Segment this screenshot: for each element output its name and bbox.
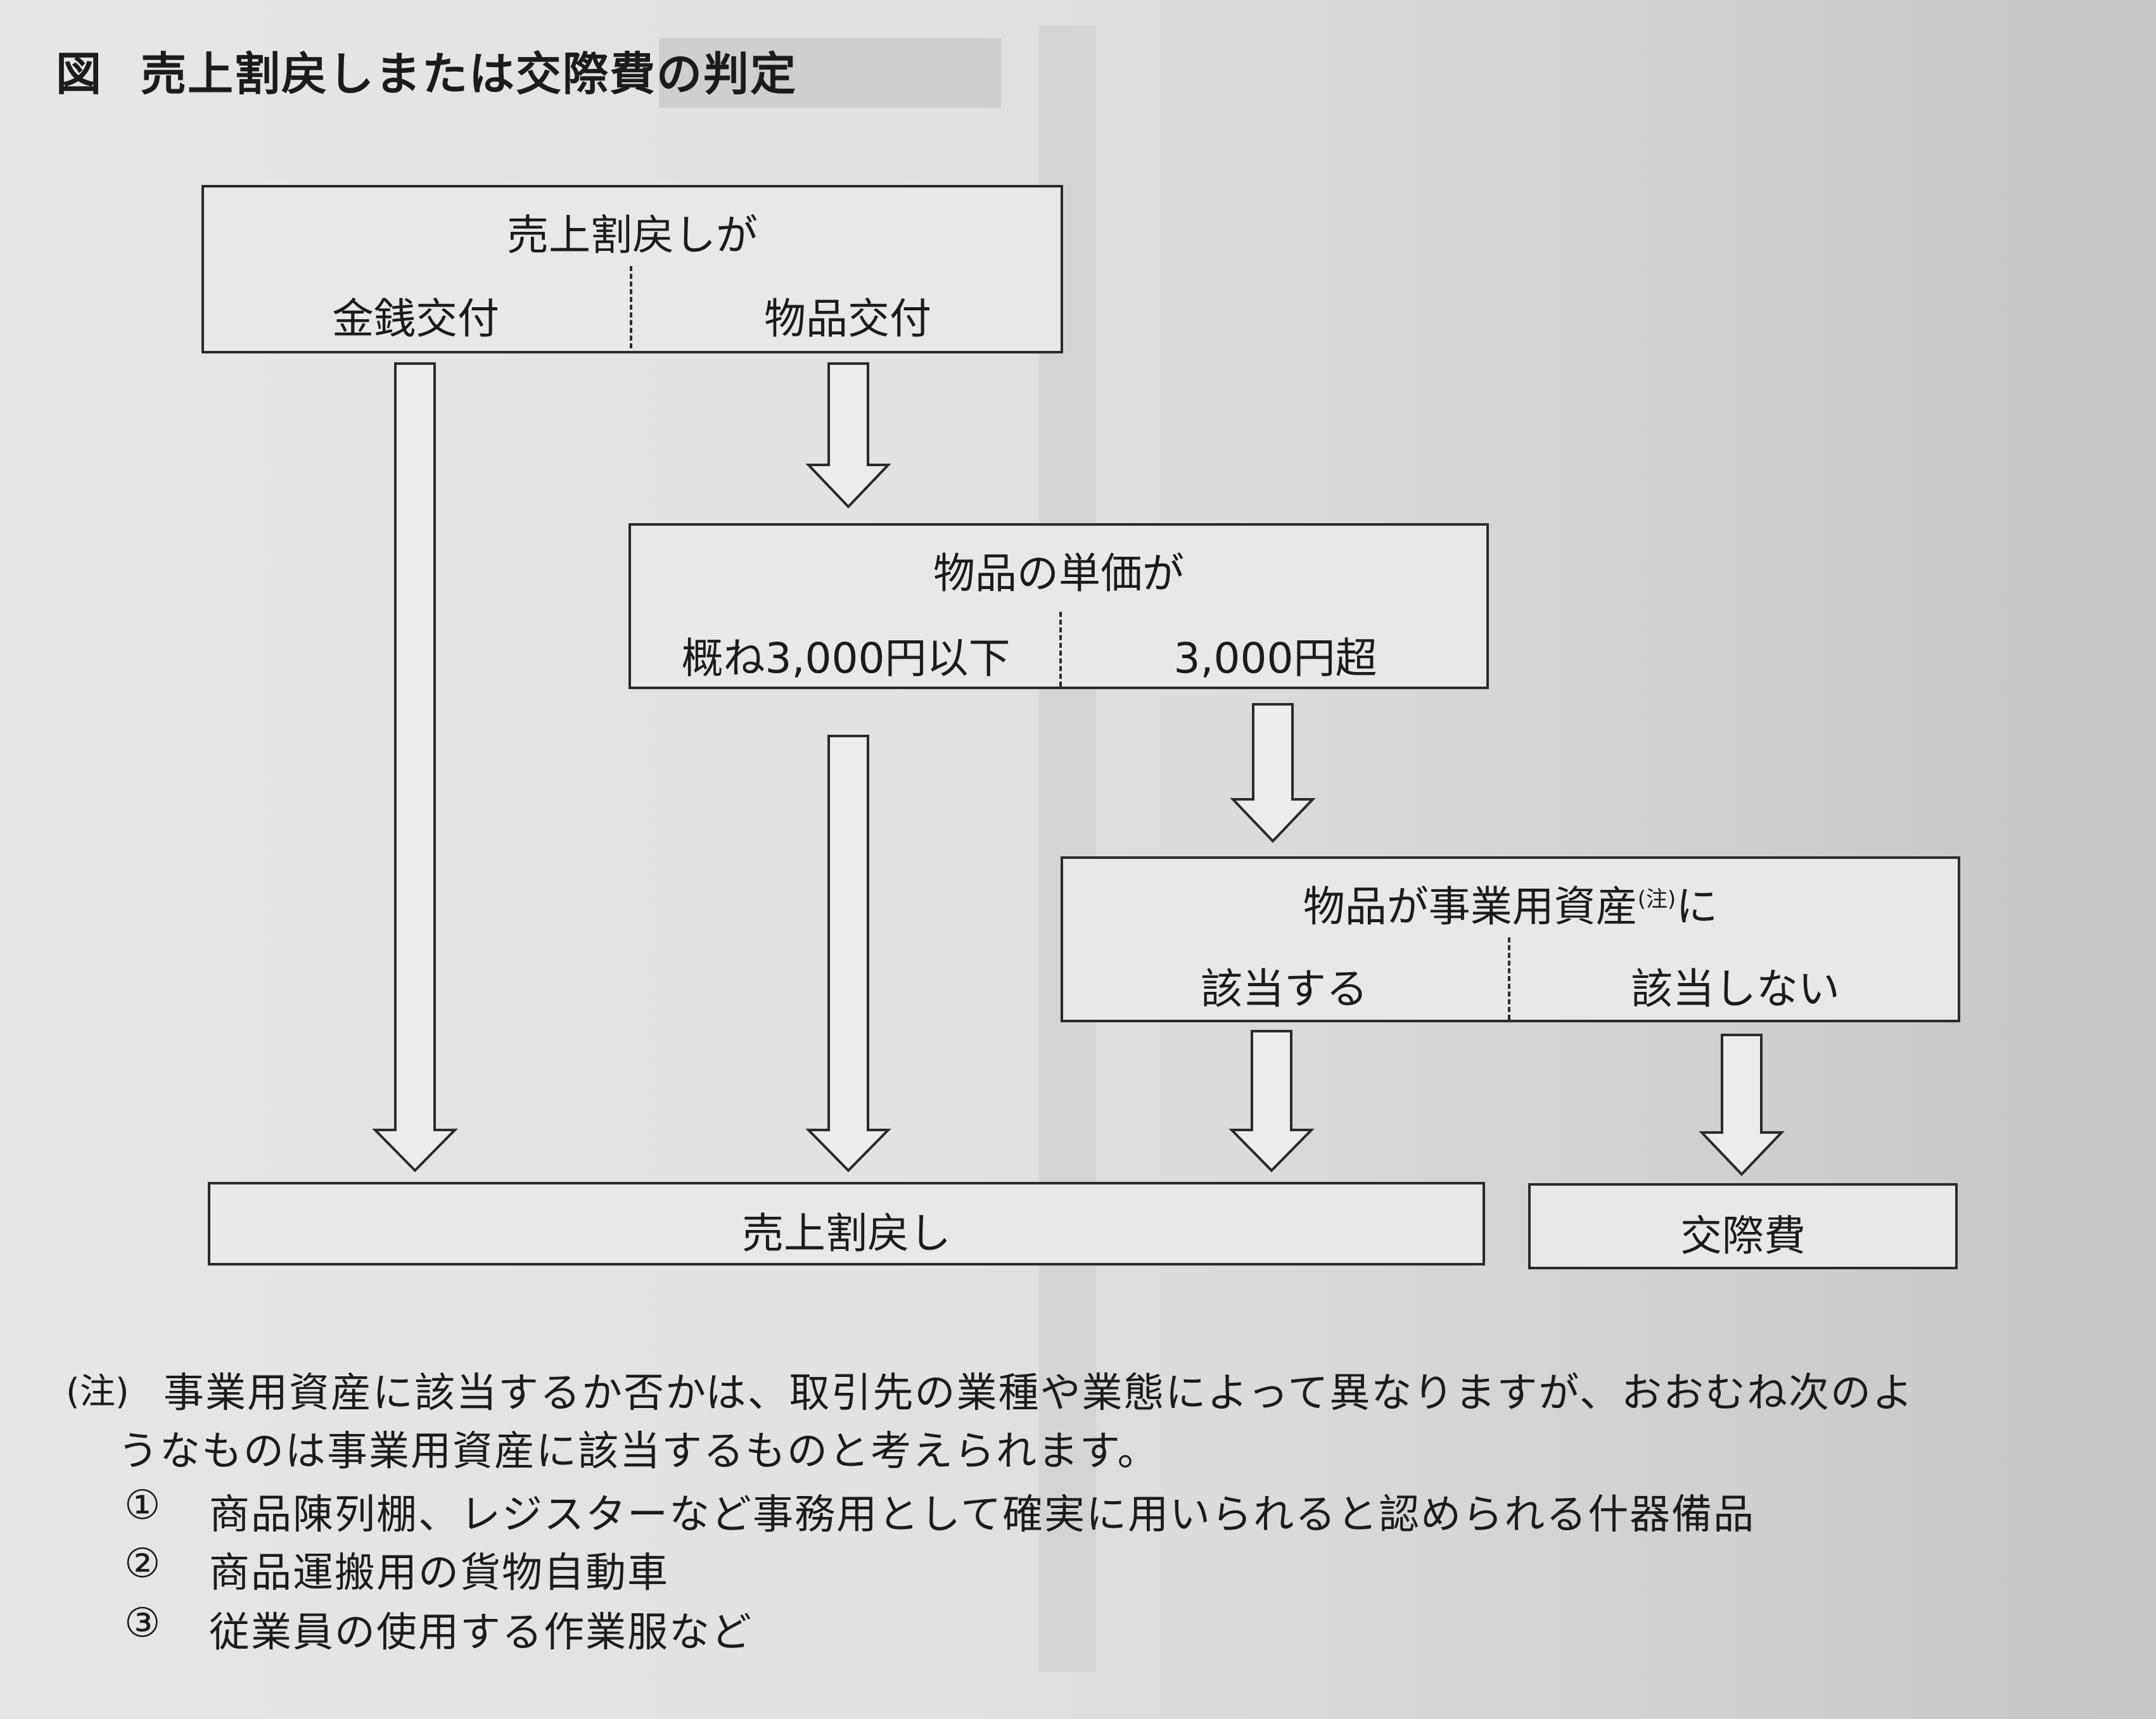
box2-divider	[1059, 612, 1062, 687]
note-line-2: うなものは事業用資産に該当するものと考えられます。	[118, 1428, 1159, 1475]
figure-title: 図売上割戻しまたは交際費の判定	[56, 37, 797, 103]
box2-option-under: 概ね3,000円以下	[681, 634, 1011, 683]
background-shading	[659, 38, 1001, 108]
arrow-over-to-asset	[1230, 703, 1316, 843]
note-item-1-text: 商品陳列棚、レジスターなど事務用として確実に用いられると認められる什器備品	[209, 1492, 1756, 1538]
result-box-rebate	[208, 1182, 1485, 1265]
arrow-applies-to-rebate	[1228, 1030, 1315, 1172]
box3-heading-tail: に	[1676, 882, 1718, 931]
box2-heading: 物品の単価が	[933, 549, 1184, 598]
box3-divider	[1508, 937, 1510, 1020]
box3-heading: 物品が事業用資産(注)に	[1061, 873, 1960, 934]
box3-heading-text: 物品が事業用資産	[1303, 882, 1638, 931]
note-item-3-number: ③	[124, 1600, 162, 1647]
box2-option-over: 3,000円超	[1173, 634, 1377, 683]
note-mark: (注)	[66, 1371, 129, 1412]
decision-box-unit-price	[628, 523, 1489, 689]
note-item-2-text: 商品運搬用の貨物自動車	[209, 1550, 669, 1597]
note-item-2-number: ②	[124, 1540, 162, 1587]
decision-box-business-asset	[1061, 856, 1960, 1022]
note-item-3-text: 従業員の使用する作業服など	[209, 1609, 753, 1656]
figure-label: 図	[56, 48, 103, 101]
box3-option-applies: 該当する	[1201, 965, 1368, 1013]
decision-box-payment-type	[201, 185, 1063, 353]
box1-heading: 売上割戻しが	[507, 211, 758, 260]
result-rebate-label: 売上割戻し	[742, 1209, 951, 1258]
note-line-1: 事業用資産に該当するか否かは、取引先の業種や業態によって異なりますが、おおむね次…	[163, 1370, 1915, 1417]
arrow-notapplies-to-entertainment	[1699, 1034, 1785, 1176]
box1-divider	[630, 266, 632, 348]
result-entertainment-label: 交際費	[1680, 1212, 1806, 1260]
result-box-entertainment	[1528, 1183, 1958, 1269]
figure-title-text: 売上割戻しまたは交際費の判定	[141, 48, 798, 101]
box1-option-goods: 物品交付	[764, 295, 931, 343]
note-item-1-number: ①	[124, 1482, 162, 1529]
box3-note-mark: (注)	[1637, 887, 1676, 912]
arrow-under-to-rebate	[805, 735, 891, 1172]
arrow-cash-to-rebate	[372, 362, 458, 1172]
box1-option-cash: 金銭交付	[332, 295, 499, 343]
box3-option-not-applies: 該当しない	[1631, 965, 1840, 1013]
arrow-goods-to-price	[805, 362, 891, 509]
